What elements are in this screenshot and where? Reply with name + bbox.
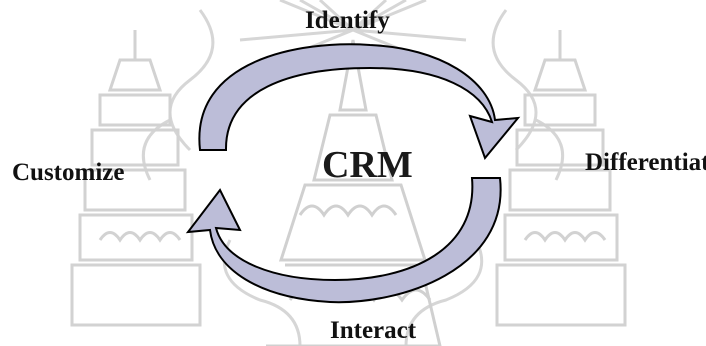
differentiate-label: Differentiate — [585, 149, 706, 176]
top-cycle-arrow — [198, 43, 521, 160]
crm-center-label: CRM — [322, 144, 413, 186]
bottom-cycle-arrow — [185, 177, 502, 304]
left-stupa-watermark — [70, 30, 202, 327]
right-stupa-watermark — [495, 30, 627, 327]
customize-label: Customize — [12, 159, 125, 186]
interact-label: Interact — [330, 317, 417, 344]
identify-label: Identify — [305, 7, 390, 34]
